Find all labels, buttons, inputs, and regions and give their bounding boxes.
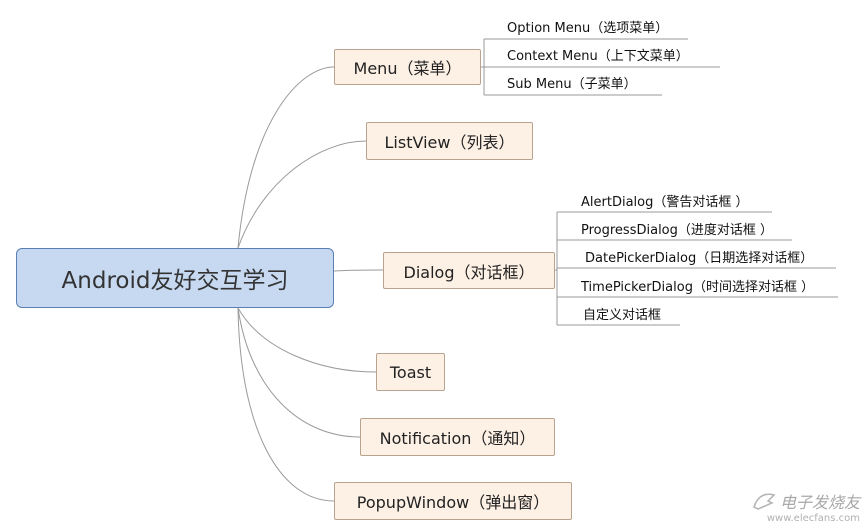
- branch-popupwindow-label: PopupWindow（弹出窗）: [356, 493, 550, 512]
- branch-dialog-label: Dialog（对话框）: [403, 262, 535, 282]
- leaf-custom-dialog: 自定义对话框: [583, 308, 662, 323]
- watermark: 电子发烧友 www.elecfans.com: [752, 489, 860, 524]
- link-toast: [237, 307, 377, 373]
- root-node: Android友好交互学习: [16, 248, 334, 308]
- leaf-alert-dialog: AlertDialog（警告对话框 ）: [581, 195, 749, 210]
- leaf-option-menu: Option Menu（选项菜单）: [507, 21, 669, 36]
- link-menu-leaves: [481, 39, 485, 95]
- leaf-context-menu: Context Menu（上下文菜单）: [507, 49, 689, 64]
- leaf-timepicker-dialog: TimePickerDialog（时间选择对话框 ）: [581, 280, 815, 295]
- branch-menu-label: Menu（菜单）: [353, 59, 462, 78]
- branch-notification-label: Notification（通知）: [379, 429, 536, 448]
- branch-toast: Toast: [376, 353, 445, 391]
- branch-popupwindow: PopupWindow（弹出窗）: [334, 482, 572, 520]
- leaf-sub-menu: Sub Menu（子菜单）: [507, 77, 637, 92]
- link-dialog: [333, 269, 384, 272]
- link-menu: [237, 66, 335, 249]
- elecfans-logo-icon: [753, 493, 776, 510]
- branch-dialog: Dialog（对话框）: [383, 252, 555, 289]
- branch-toast-label: Toast: [389, 362, 432, 382]
- branch-listview-label: ListView（列表）: [384, 133, 515, 152]
- watermark-url: www.elecfans.com: [766, 513, 860, 524]
- branch-notification: Notification（通知）: [360, 418, 555, 456]
- link-listview: [237, 140, 367, 249]
- leaf-datepicker-dialog: DatePickerDialog（日期选择对话框）: [585, 251, 814, 266]
- root-label: Android友好交互学习: [61, 268, 289, 294]
- link-popupwindow: [237, 307, 335, 502]
- link-dialog-leaves: [555, 212, 558, 325]
- watermark-name: 电子发烧友: [779, 493, 860, 512]
- leaf-progress-dialog: ProgressDialog（进度对话框 ）: [581, 223, 774, 238]
- branch-menu: Menu（菜单）: [334, 49, 481, 85]
- branch-listview: ListView（列表）: [366, 122, 533, 160]
- link-notification: [237, 307, 361, 438]
